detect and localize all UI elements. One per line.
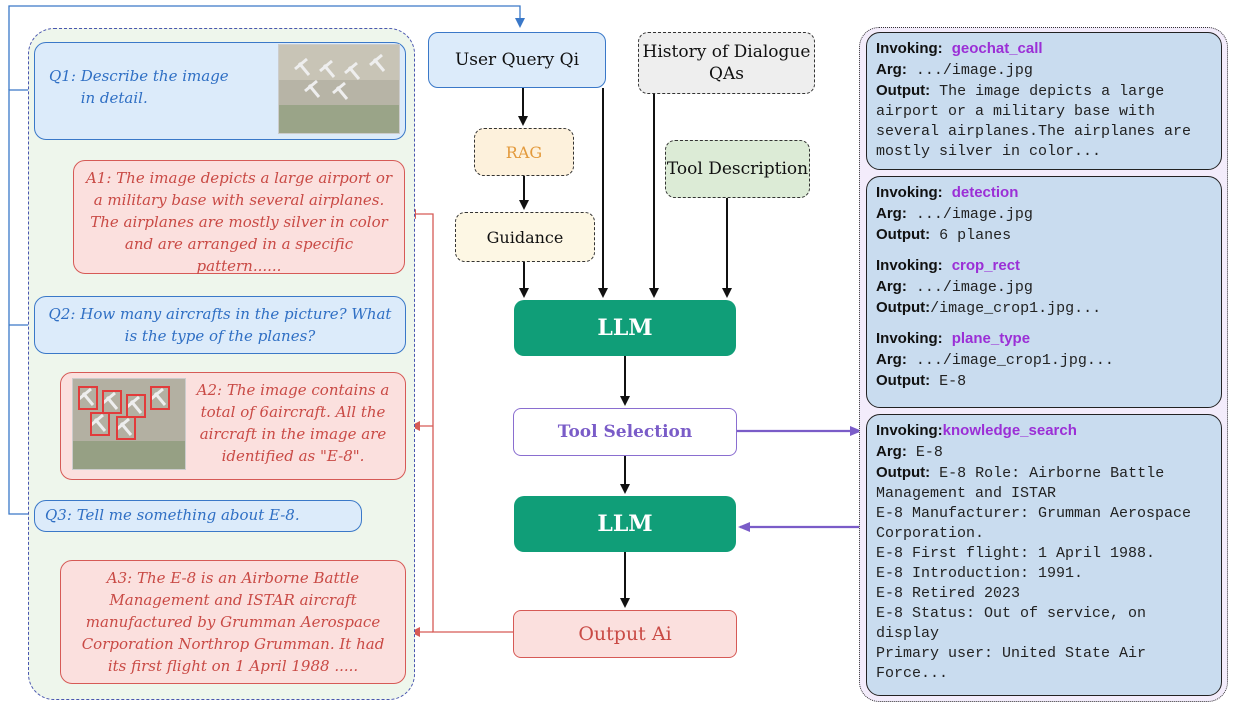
invoking-label: Invoking: (876, 422, 943, 439)
tool-card-detection-chain: Invoking: detection Arg: .../image.jpg O… (866, 176, 1222, 408)
answer-3-bubble: A3: The E-8 is an Airborne Battle Manage… (60, 560, 406, 684)
arg-label: Arg: (876, 443, 907, 460)
answer-3-label: A3: (106, 569, 133, 587)
answer-1-text: The image depicts a large airport or a m… (90, 169, 393, 275)
airport-thumbnail-2 (72, 378, 186, 470)
airport-thumbnail-1 (278, 44, 400, 134)
tool-card-knowledge-search: Invoking:knowledge_search Arg: E-8 Outpu… (866, 414, 1222, 696)
rag-node: RAG (474, 128, 574, 176)
tool-arrows (737, 426, 862, 532)
arg-label: Arg: (876, 351, 907, 368)
question-2-label: Q2: (48, 305, 76, 323)
invoking-label: Invoking: (876, 40, 943, 57)
question-2-text: How many aircrafts in the picture? What … (80, 305, 392, 345)
tool-name: geochat_call (951, 40, 1043, 57)
arg-value: .../image_crop1.jpg... (915, 352, 1114, 369)
answer-1-bubble: A1: The image depicts a large airport or… (73, 160, 405, 275)
answer-3-text: The E-8 is an Airborne Battle Management… (81, 569, 385, 675)
tool-name: knowledge_search (942, 422, 1077, 439)
answer-distribution-lines (406, 209, 513, 637)
arg-value: E-8 (915, 444, 943, 461)
tool-name: crop_rect (951, 257, 1021, 274)
answer-2-text: The image contains a total of 6aircraft.… (199, 381, 390, 465)
guidance-node: Guidance (455, 212, 595, 262)
tool-card-geochat: Invoking: geochat_call Arg: .../image.jp… (866, 32, 1222, 170)
arg-label: Arg: (876, 61, 907, 78)
output-label: Output: (876, 299, 931, 316)
answer-2-label: A2: (196, 381, 223, 399)
output-value: E-8 (939, 373, 967, 390)
output-label: Output: (876, 226, 931, 243)
tool-selection-node: Tool Selection (513, 408, 737, 456)
question-1-text: Describe the image in detail. (80, 67, 229, 107)
output-value: The image depicts a large airport or a m… (876, 83, 1201, 160)
annotated-airport-image (73, 379, 185, 469)
llm-node-1: LLM (514, 300, 736, 356)
flow-arrows (518, 88, 732, 608)
invoking-label: Invoking: (876, 257, 943, 274)
question-2-bubble: Q2: How many aircrafts in the picture? W… (34, 296, 406, 354)
output-label: Output: (876, 82, 931, 99)
answer-1-label: A1: (85, 169, 112, 187)
output-node: Output Ai (513, 610, 737, 658)
question-3-label: Q3: (45, 506, 72, 524)
tool-name: plane_type (951, 330, 1031, 347)
output-label: Output: (876, 464, 931, 481)
arg-label: Arg: (876, 205, 907, 222)
arg-value: .../image.jpg (915, 206, 1033, 223)
invoking-label: Invoking: (876, 330, 943, 347)
question-3-text: Tell me something about E-8. (76, 506, 300, 524)
user-query-node: User Query Qi (428, 32, 606, 88)
airport-image (279, 45, 399, 133)
output-label: Output: (876, 372, 931, 389)
output-value: /image_crop1.jpg... (930, 300, 1102, 317)
arg-value: .../image.jpg (915, 62, 1033, 79)
question-3-bubble: Q3: Tell me something about E-8. (34, 500, 362, 532)
arg-value: .../image.jpg (915, 279, 1033, 296)
output-value: 6 planes (939, 227, 1012, 244)
question-1-label: Q1: (49, 67, 76, 85)
invoking-label: Invoking: (876, 184, 943, 201)
llm-node-2: LLM (514, 496, 736, 552)
output-value: E-8 Role: Airborne Battle Management and… (876, 465, 1192, 682)
arg-label: Arg: (876, 278, 907, 295)
tool-name: detection (951, 184, 1019, 201)
tool-description-node: Tool Description (665, 140, 810, 198)
history-node: History of Dialogue QAs (638, 32, 815, 94)
